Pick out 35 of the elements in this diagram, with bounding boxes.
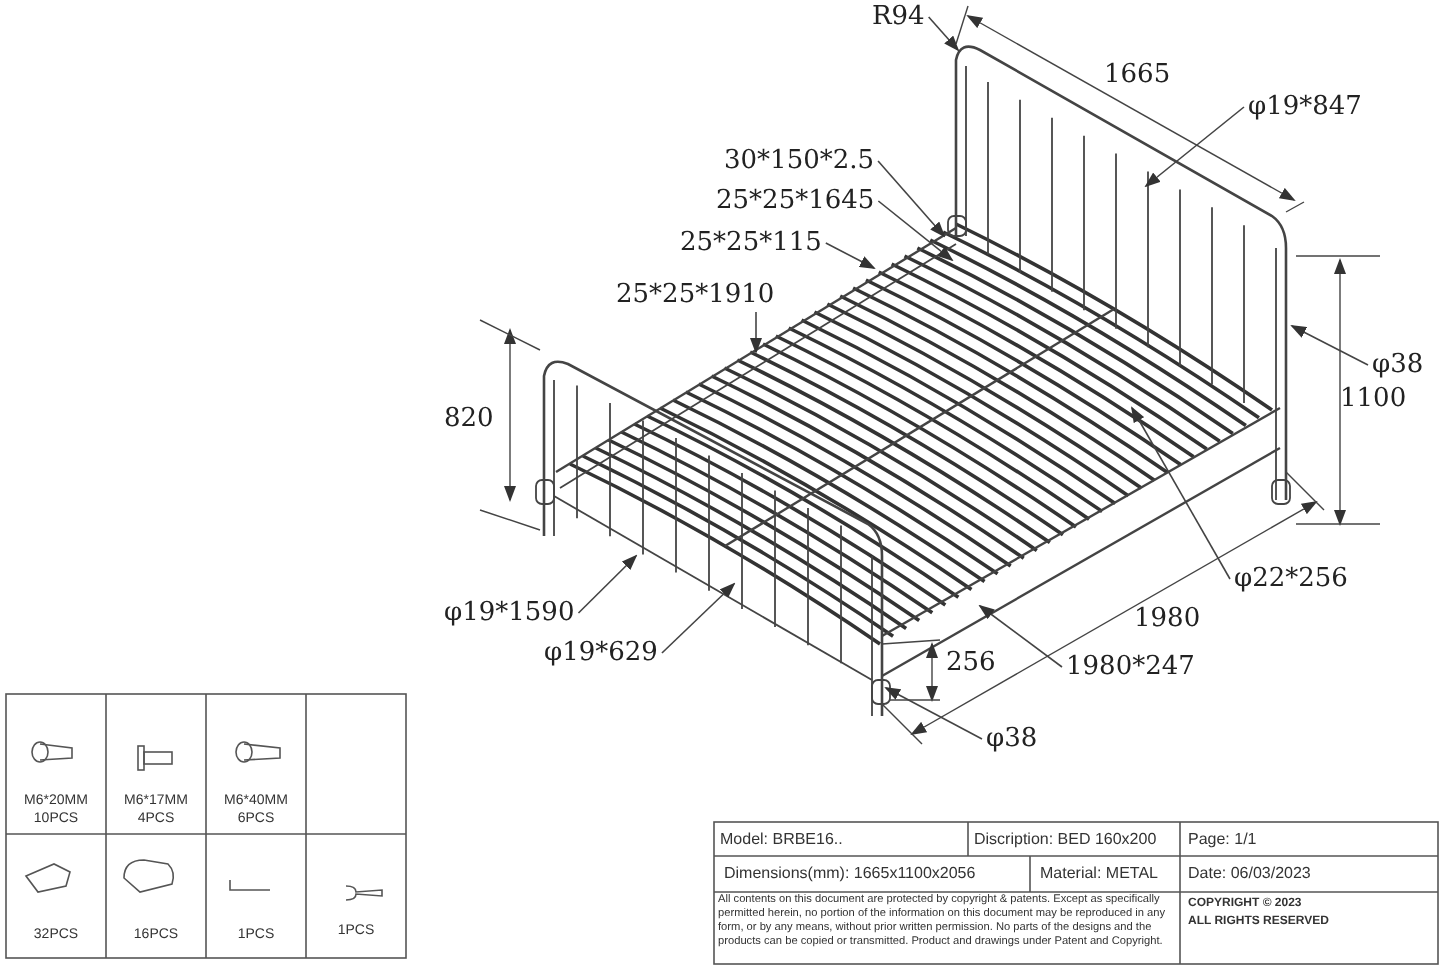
leader-line [877,200,954,262]
callout-label: φ22*256 [1234,564,1348,594]
title-block-text: Model: BRBE16.. [720,830,843,850]
callout-label: 1980*247 [1066,652,1195,682]
leader-line [927,16,960,52]
callout-label: 30*150*2.5 [724,146,875,176]
leader-line [577,554,638,614]
dimension-value: 1100 [1340,384,1407,414]
callout-label: 25*25*115 [680,228,822,258]
callout-label: 25*25*1645 [716,186,875,216]
leader-line [1290,325,1369,366]
dimension-value: 256 [946,648,996,678]
title-block-text: Page: 1/1 [1188,830,1257,850]
dimension-value: 1980 [1134,604,1201,634]
leader-line [661,582,736,654]
leader-line [1131,406,1231,580]
callout-label: φ19*629 [544,638,658,668]
dimension-value: 1665 [1104,60,1171,90]
leader-line [877,160,946,238]
callout-label: φ38 [986,724,1038,754]
leader-line [884,687,983,740]
callout-label: φ19*847 [1248,92,1362,122]
leader-line [750,311,762,354]
callout-label: φ19*1590 [444,598,575,628]
title-block-text: Dimensions(mm): 1665x1100x2056 [724,864,976,884]
title-block-text: Date: 06/03/2023 [1188,864,1311,884]
dimension-value: 820 [444,404,494,434]
title-block-text: Material: METAL [1040,864,1158,884]
callout-label: φ38 [1372,350,1424,380]
leader-line [825,242,876,269]
callout-label: R94 [872,2,925,32]
title-block-text: Discription: BED 160x200 [974,830,1157,850]
leader-line [1144,106,1245,188]
callout-label: 25*25*1910 [616,280,775,310]
leader-line [978,604,1063,668]
